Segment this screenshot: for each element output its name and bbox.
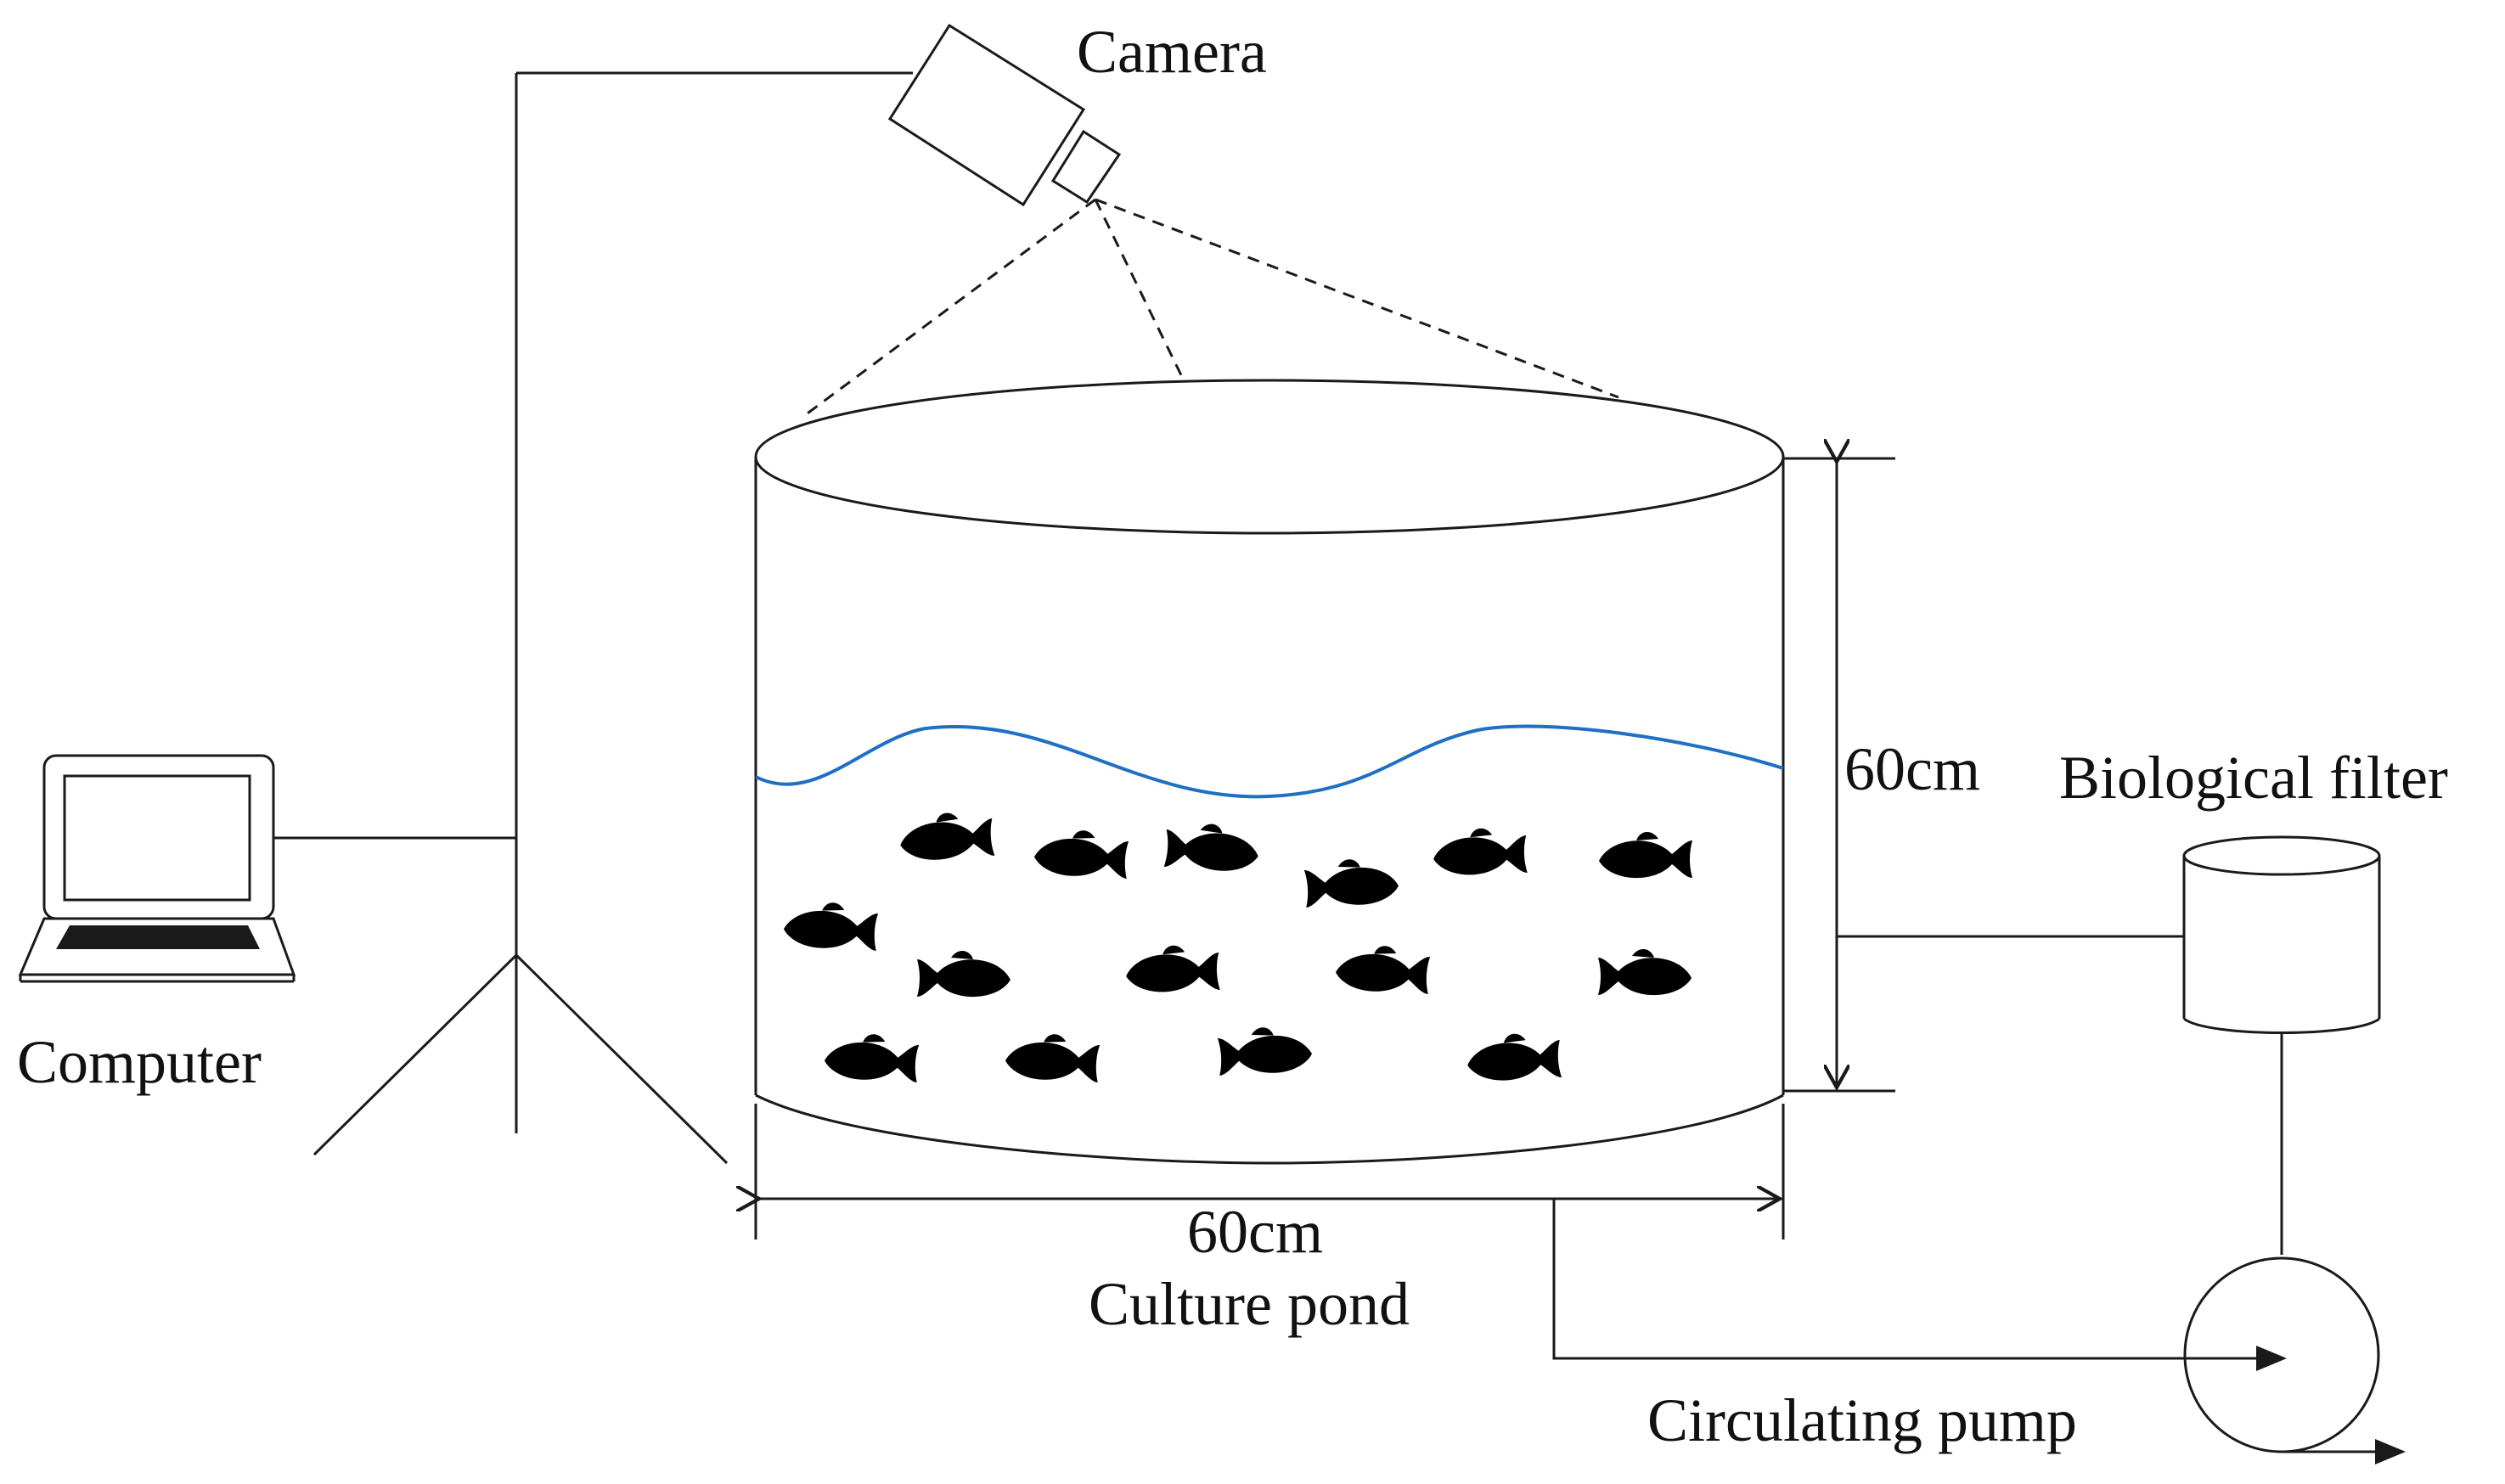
fish-icon (1124, 943, 1220, 993)
fish-icon (1599, 831, 1692, 879)
laptop-icon (18, 754, 296, 983)
camera-label: Camera (1077, 18, 1267, 86)
fish-icon (1303, 857, 1400, 908)
fish-icon (1163, 820, 1261, 874)
fish-icon (1217, 1025, 1314, 1076)
fish-icon (1432, 826, 1528, 876)
fish-icon (1598, 948, 1692, 996)
fish-icon (782, 900, 879, 952)
width-label: 60cm (1187, 1198, 1323, 1266)
water-surface (755, 724, 1784, 799)
pond-label: Culture pond (1089, 1270, 1410, 1338)
pump-icon (2183, 1256, 2380, 1453)
filter-icon (2182, 835, 2381, 1034)
filter-label: Biological filter (2059, 744, 2448, 812)
tripod-icon (312, 71, 913, 1165)
culture-pond (754, 379, 1785, 1165)
fish-icon (1466, 1031, 1562, 1082)
width-dimension (756, 1104, 1785, 1239)
camera-field-of-view (801, 198, 1619, 419)
fish-school (782, 809, 1692, 1083)
fish-icon (917, 950, 1010, 998)
height-dimension (1783, 458, 1895, 1093)
computer-label: Computer (17, 1028, 262, 1096)
fish-icon (898, 809, 995, 863)
pond-outlet-pipe (1552, 1199, 2287, 1371)
fish-icon (1004, 1031, 1101, 1083)
fish-icon (1033, 828, 1129, 880)
height-label: 60cm (1844, 735, 1980, 803)
camera-icon (887, 23, 1122, 207)
pump-label: Circulating pump (1647, 1386, 2077, 1454)
fish-icon (1334, 943, 1431, 995)
fish-icon (823, 1031, 920, 1083)
